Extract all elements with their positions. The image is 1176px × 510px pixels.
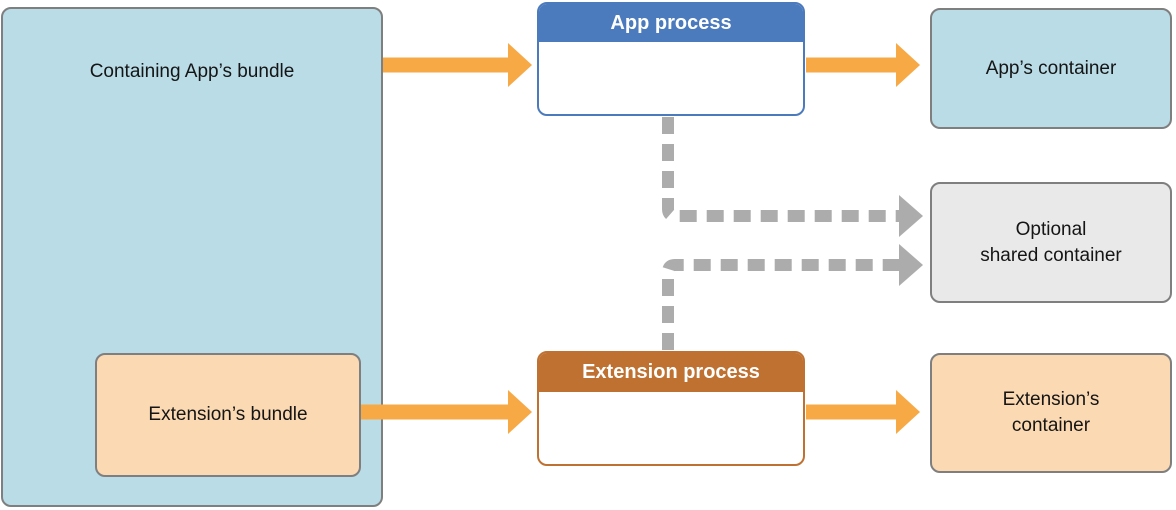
extension-bundle-box: Extension’s bundle <box>95 353 361 477</box>
extension-process-box: Extension process <box>537 351 805 466</box>
shared-container-label-line2: shared container <box>980 244 1122 266</box>
dashed-arrow-extension-process-to-shared-container <box>662 244 923 350</box>
dashed-arrow-app-process-to-shared-container <box>662 117 923 237</box>
shared-container-box: Optional shared container <box>930 182 1172 303</box>
containing-app-bundle-box: Containing App’s bundle Extension’s bund… <box>1 7 383 507</box>
shared-container-label-line1: Optional <box>1015 218 1087 240</box>
app-process-header-label: App process <box>539 4 803 42</box>
extension-bundle-label: Extension’s bundle <box>148 404 308 425</box>
app-container-box: App’s container <box>930 8 1172 129</box>
arrow-containing-bundle-to-app-process <box>383 43 532 87</box>
app-process-box: App process <box>537 2 805 116</box>
extension-container-box: Extension’s container <box>930 353 1172 473</box>
arrow-app-process-to-app-container <box>806 43 920 87</box>
containing-app-bundle-label: Containing App’s bundle <box>89 61 295 82</box>
app-container-label: App’s container <box>985 57 1117 79</box>
extension-process-header-label: Extension process <box>539 353 803 392</box>
arrow-extension-process-to-extension-container <box>806 390 920 434</box>
arrow-extension-bundle-to-extension-process <box>361 390 532 434</box>
extension-container-label-line1: Extension’s <box>1002 389 1100 410</box>
extension-container-label-line2: container <box>1011 415 1091 436</box>
